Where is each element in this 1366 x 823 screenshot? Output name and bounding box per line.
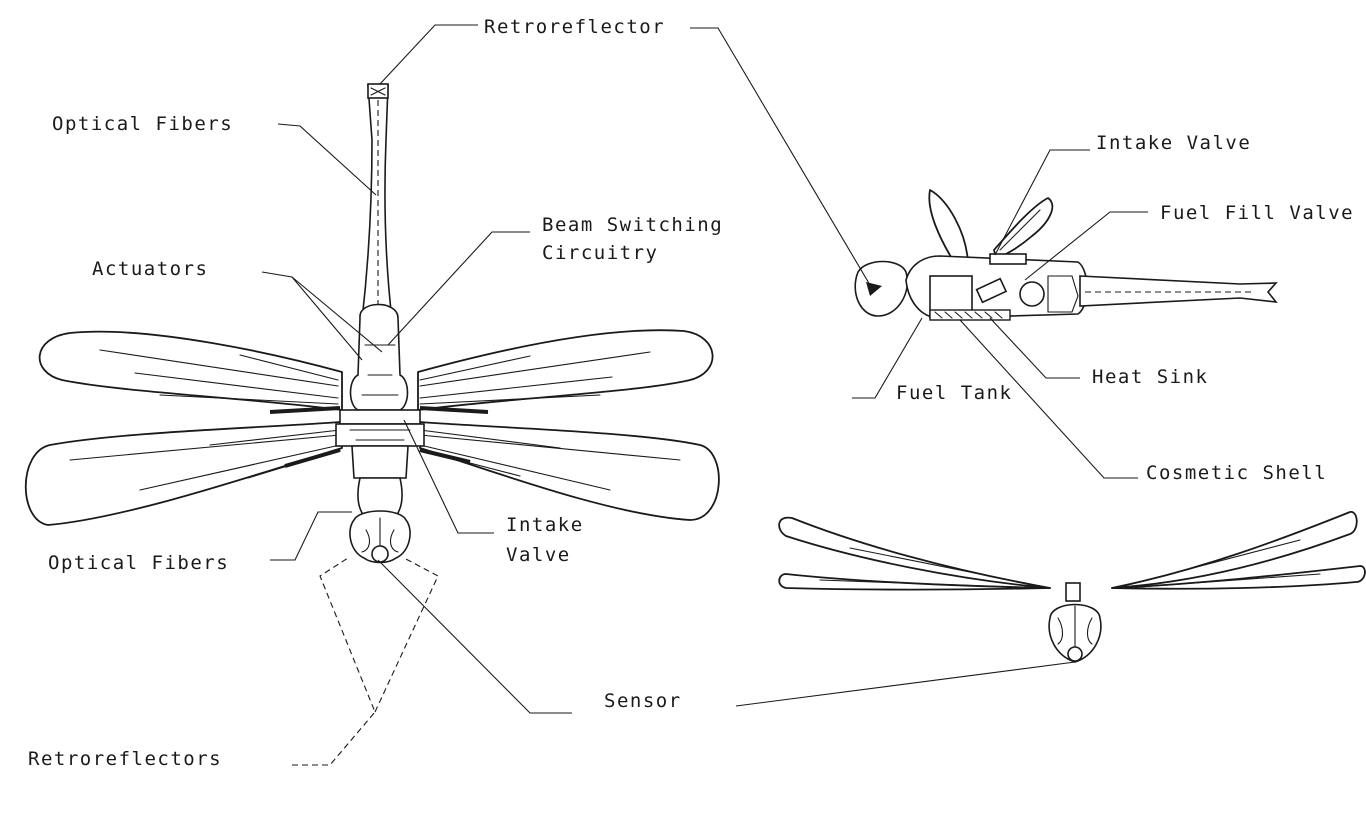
label-intake-valve-center-line2: Valve — [506, 544, 571, 566]
side-view-leader-lines — [690, 27, 1148, 479]
label-intake-valve-side: Intake Valve — [1096, 132, 1252, 154]
top-view-wing-roots — [269, 406, 489, 468]
top-view-upper-right-wing — [417, 329, 714, 411]
front-view-thorax — [1065, 582, 1081, 602]
label-optical-fibers-top: Optical Fibers — [52, 113, 234, 135]
front-view-left-upper-wing — [778, 516, 1051, 589]
top-view-abdomen — [361, 84, 393, 321]
top-view-lower-body — [351, 445, 409, 479]
side-view-dragonfly — [690, 27, 1278, 479]
side-view-fuel-fill-valve — [975, 277, 1008, 304]
label-beam-switching-line1: Beam Switching — [542, 214, 724, 236]
label-sensor: Sensor — [604, 690, 682, 712]
label-actuators: Actuators — [92, 258, 209, 280]
top-view-sensor-dot — [371, 545, 389, 563]
label-retroreflector: Retroreflector — [484, 16, 666, 38]
label-retroreflectors: Retroreflectors — [28, 748, 223, 770]
side-view-front-wing — [993, 197, 1054, 259]
front-view-right-lower-wing — [1111, 565, 1366, 590]
side-view-heat-sink — [929, 309, 1011, 321]
top-view-lower-left-wing — [24, 421, 343, 526]
side-view-intake-valve — [989, 253, 1027, 265]
label-intake-valve-center-line1: Intake — [506, 514, 584, 536]
label-fuel-tank: Fuel Tank — [896, 382, 1013, 404]
label-cosmetic-shell: Cosmetic Shell — [1146, 462, 1328, 484]
side-view-rear-wing — [928, 189, 969, 266]
top-view-wing-bar — [339, 409, 421, 425]
label-fuel-fill-valve: Fuel Fill Valve — [1160, 202, 1355, 224]
side-view-retroreflector — [866, 282, 882, 296]
label-optical-fibers-bottom: Optical Fibers — [48, 552, 230, 574]
label-beam-switching-line2: Circuitry — [542, 242, 659, 264]
front-view-dragonfly — [735, 511, 1366, 707]
label-heat-sink: Heat Sink — [1092, 366, 1209, 388]
top-view-lower-right-wing — [419, 421, 720, 521]
top-view-upper-left-wing — [38, 330, 343, 411]
front-view-right-upper-wing — [1111, 511, 1358, 589]
side-view-component — [1019, 281, 1045, 307]
top-view-dragonfly — [24, 24, 720, 766]
side-view-abdomen — [1079, 275, 1278, 307]
side-view-head — [854, 260, 909, 317]
front-view-sensor-leader — [735, 661, 1076, 707]
top-view-leader-lines — [261, 24, 572, 766]
top-view-thorax — [349, 303, 409, 411]
top-view-wing-veins — [69, 349, 681, 491]
front-view-sensor — [1067, 646, 1083, 662]
